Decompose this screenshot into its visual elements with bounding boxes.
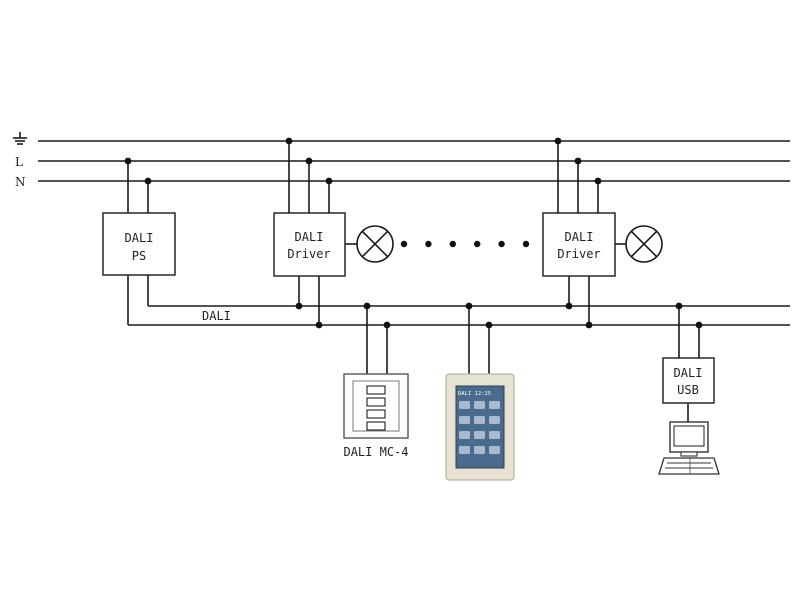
dali-driver-1-label-2: Driver xyxy=(287,247,330,261)
junction-dot xyxy=(383,321,391,329)
touch-panel-tile xyxy=(459,446,470,454)
junction-dot xyxy=(305,157,313,165)
mc4-button xyxy=(366,385,386,395)
junction-dot xyxy=(695,321,703,329)
ground-symbol xyxy=(13,132,27,145)
junction-dot xyxy=(295,302,303,310)
junction-dot xyxy=(485,321,493,329)
junction-dot xyxy=(585,321,593,329)
junction-dot xyxy=(465,302,473,310)
ellipsis-dot xyxy=(400,240,408,248)
dali-driver-2-label-1: DALI xyxy=(565,230,594,244)
dali-driver-1-label-1: DALI xyxy=(295,230,324,244)
junction-dot xyxy=(363,302,371,310)
ellipsis-dot xyxy=(522,240,530,248)
touch-panel-icon-grid xyxy=(459,401,500,454)
junction-dot xyxy=(144,177,152,185)
touch-panel-tile xyxy=(489,416,500,424)
mc4-button xyxy=(366,397,386,407)
dali-driver-2-label-2: Driver xyxy=(557,247,600,261)
touch-panel-tile xyxy=(459,416,470,424)
touch-panel-screen xyxy=(455,385,505,469)
rail-label-l: L xyxy=(15,155,23,169)
dali-usb-label-2: USB xyxy=(677,383,699,397)
mc4-button xyxy=(366,409,386,419)
touch-panel-tile xyxy=(474,401,485,409)
ellipsis-dot xyxy=(449,240,456,248)
junction-dot xyxy=(594,177,602,185)
dali-mc4-panel xyxy=(343,373,409,439)
dali-usb-box xyxy=(662,357,715,404)
dali-bus-label: DALI xyxy=(202,309,231,323)
ellipsis-dot xyxy=(474,240,481,248)
dali-ps-box xyxy=(102,212,176,276)
touch-panel-tile xyxy=(489,446,500,454)
dali-driver-2-box xyxy=(542,212,616,277)
touch-panel-device: DALI 12:25 xyxy=(445,373,515,481)
touch-panel-tile xyxy=(459,401,470,409)
lamp-icon xyxy=(356,225,394,263)
lamp-icon xyxy=(625,225,663,263)
dali-mc4-caption: DALI MC-4 xyxy=(343,445,408,459)
touch-panel-header: DALI 12:25 xyxy=(458,391,491,397)
touch-panel-tile xyxy=(459,431,470,439)
touch-panel-tile xyxy=(489,431,500,439)
junction-dot xyxy=(675,302,683,310)
dali-ps-label-2: PS xyxy=(132,249,146,263)
rail-label-n: N xyxy=(15,175,26,189)
ellipsis-dot xyxy=(425,240,432,248)
touch-panel-tile xyxy=(474,416,485,424)
junction-dot xyxy=(554,137,562,145)
touch-panel-tile xyxy=(474,446,485,454)
computer-icon xyxy=(658,421,720,475)
dali-ps-label-1: DALI xyxy=(125,231,154,245)
mc4-button xyxy=(366,421,386,431)
junction-dot xyxy=(565,302,573,310)
junction-dot xyxy=(325,177,333,185)
junction-dot xyxy=(315,321,323,329)
dali-usb-label-1: DALI xyxy=(674,366,703,380)
dali-driver-1-box xyxy=(273,212,346,277)
junction-dot xyxy=(124,157,132,165)
touch-panel-tile xyxy=(474,431,485,439)
junction-dot xyxy=(574,157,582,165)
ellipsis-dots xyxy=(400,240,530,248)
touch-panel-tile xyxy=(489,401,500,409)
junction-dot xyxy=(285,137,293,145)
ellipsis-dot xyxy=(498,240,505,248)
